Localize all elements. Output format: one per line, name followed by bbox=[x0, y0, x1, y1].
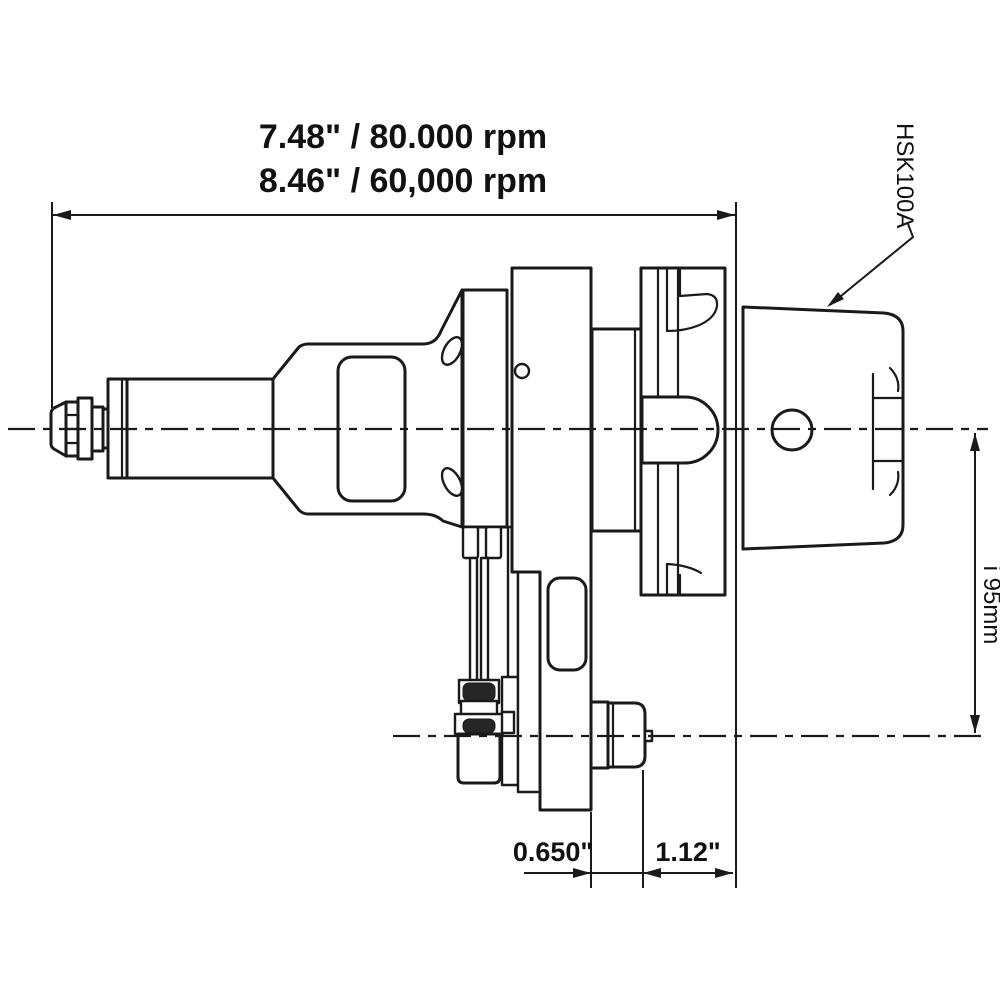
drawbar-rods bbox=[461, 525, 503, 685]
mounting-plate bbox=[510, 266, 593, 812]
axis-offset-label: i 95mm bbox=[978, 566, 1000, 645]
bottom-dim-left: 0.650" bbox=[513, 837, 593, 867]
plate-slot bbox=[546, 576, 588, 672]
label-taper-callout: HSK100A bbox=[827, 123, 918, 307]
spindle-drawing bbox=[49, 266, 905, 812]
overall-dim-line1: 7.48" / 80.000 rpm bbox=[259, 118, 547, 156]
front-plate bbox=[461, 288, 509, 529]
drive-key-pocket bbox=[665, 266, 719, 333]
hsk-flange bbox=[639, 266, 727, 597]
taper-bore bbox=[871, 366, 904, 497]
lower-screw-boss bbox=[440, 467, 464, 497]
bottom-dim-right: 1.12" bbox=[655, 837, 720, 867]
clamp-tab bbox=[500, 710, 516, 735]
dimension-overall: 7.48" / 80.000 rpm 8.46" / 60,000 rpm bbox=[51, 118, 737, 888]
hsk-taper bbox=[741, 305, 905, 551]
upper-screw-boss bbox=[440, 336, 464, 366]
overall-dim-line2: 8.46" / 60,000 rpm bbox=[259, 162, 547, 200]
clamp-block bbox=[453, 678, 516, 785]
centerlines bbox=[8, 427, 988, 738]
drive-key-pocket-lower bbox=[665, 562, 703, 597]
dimension-axis-offset: i 95mm bbox=[970, 433, 1000, 733]
dimension-bottom: 0.650" 1.12" bbox=[513, 770, 733, 888]
plate-hole bbox=[513, 362, 531, 380]
taper-label: HSK100A bbox=[891, 123, 918, 228]
motor-body bbox=[271, 288, 464, 529]
